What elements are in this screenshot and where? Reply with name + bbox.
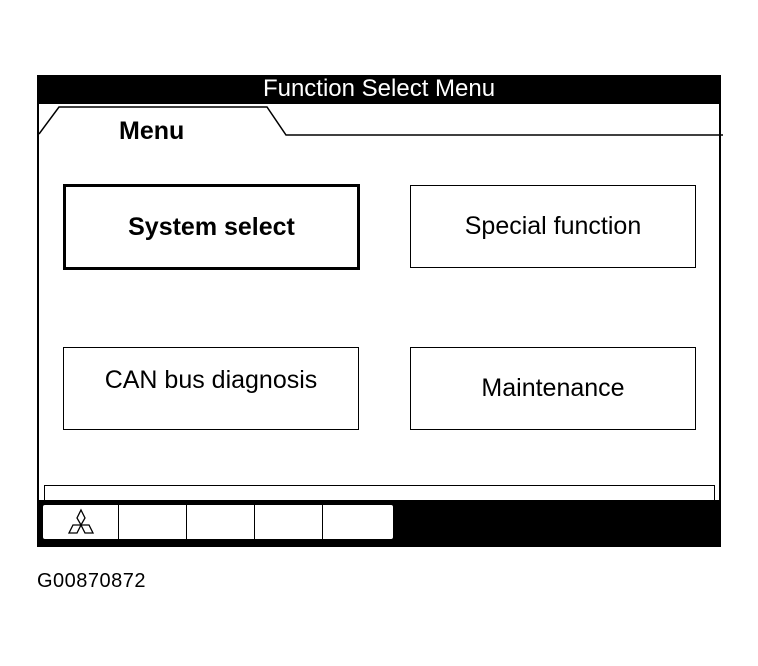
toolbar-key-5[interactable] xyxy=(323,505,391,539)
logo-icon xyxy=(67,508,94,534)
scan-tool-screen: Function Select Menu Menu System select … xyxy=(37,75,723,547)
system-select-button[interactable]: System select xyxy=(63,184,360,270)
toolbar-key-4[interactable] xyxy=(255,505,323,539)
system-select-label: System select xyxy=(128,212,295,241)
title-bar: Function Select Menu xyxy=(39,77,719,104)
bottom-bar xyxy=(39,500,719,545)
status-area xyxy=(44,485,715,505)
toolbar-key-3[interactable] xyxy=(187,505,255,539)
can-bus-diagnosis-label: CAN bus diagnosis xyxy=(104,366,318,394)
maintenance-button[interactable]: Maintenance xyxy=(410,347,696,430)
tab-outline xyxy=(39,106,723,136)
figure-caption: G00870872 xyxy=(37,570,147,592)
special-function-label: Special function xyxy=(464,212,642,240)
function-key-toolbar xyxy=(42,504,394,540)
window-title: Function Select Menu xyxy=(262,75,496,102)
can-bus-diagnosis-button[interactable]: CAN bus diagnosis xyxy=(63,347,359,430)
tab-menu[interactable]: Menu xyxy=(119,117,185,145)
special-function-button[interactable]: Special function xyxy=(410,185,696,268)
toolbar-key-2[interactable] xyxy=(119,505,187,539)
toolbar-key-1[interactable] xyxy=(43,505,119,539)
maintenance-label: Maintenance xyxy=(481,374,625,402)
